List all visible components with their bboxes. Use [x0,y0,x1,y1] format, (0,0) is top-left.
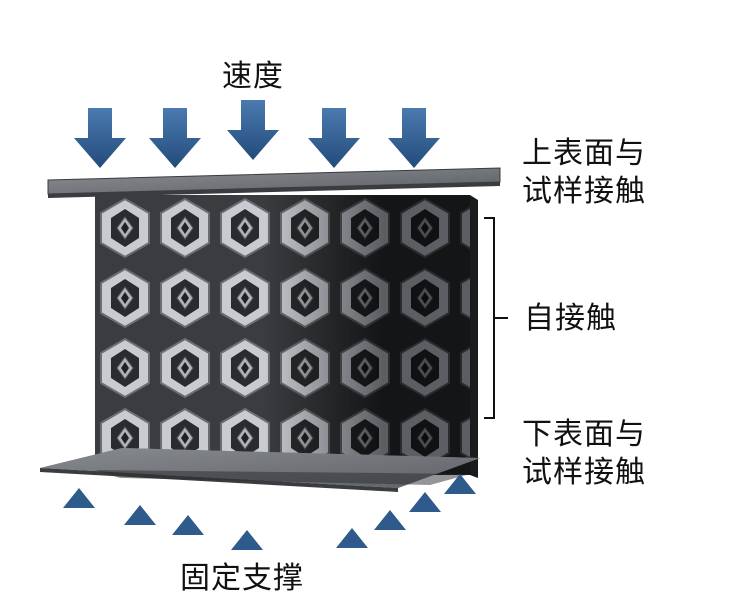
triangle-support-icon [63,488,95,508]
triangle-support-icon [336,528,368,548]
fixed-supports [63,474,476,550]
bottom-contact-label-line2: 试样接触 [522,455,646,490]
triangle-support-icon [444,474,476,494]
self-contact-bracket [484,217,508,419]
down-arrow-icon [149,108,201,168]
triangle-support-icon [172,515,204,535]
down-arrow-icon [308,108,360,168]
fixed-support-label: 固定支撑 [180,561,304,596]
velocity-label: 速度 [222,59,284,94]
bottom-contact-label-line1: 下表面与 [522,417,646,452]
velocity-arrows [74,100,440,168]
down-arrow-icon [388,108,440,168]
triangle-support-icon [409,492,441,512]
self-contact-label: 自接触 [524,301,617,336]
triangle-support-icon [374,510,406,530]
down-arrow-icon [74,108,126,168]
down-arrow-icon [227,100,279,160]
bottom-plate [40,448,480,492]
triangle-support-icon [124,505,156,525]
triangle-support-icon [231,530,263,550]
top-contact-label-line1: 上表面与 [522,136,646,171]
top-contact-label-line2: 试样接触 [522,174,646,209]
lattice-specimen [95,195,478,478]
top-plate [47,167,501,198]
